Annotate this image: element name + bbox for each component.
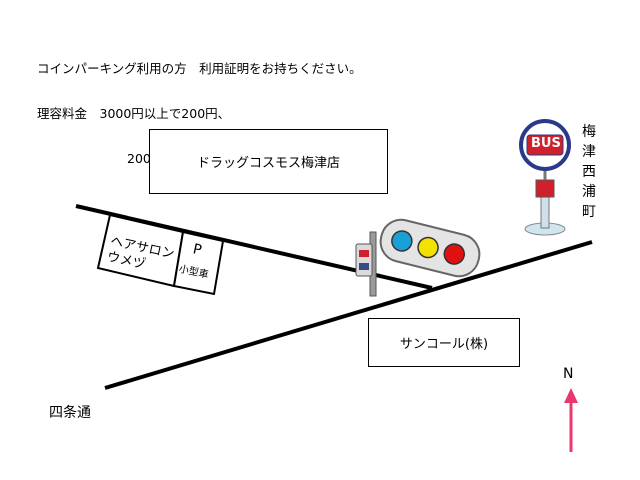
bus-stop-char-1: 梅 [582, 124, 596, 140]
signal-red-light [443, 243, 466, 265]
suncall-label: サンコール(株) [399, 337, 489, 352]
signal-blue-light [391, 230, 413, 252]
bus-stop-char-5: 町 [582, 204, 596, 220]
signal-yellow-light [417, 236, 439, 259]
bus-stop-char-4: 浦 [582, 184, 596, 200]
suncall-box: サンコール(株) [368, 318, 520, 367]
bus-sign-label: BUS [531, 136, 561, 151]
bus-stop-icon [519, 119, 571, 236]
north-arrow-icon [564, 388, 578, 452]
notice-line-2: 理容料金 3000円以上で200円、 [37, 106, 231, 121]
notice-line-1: コインパーキング利用の方 利用証明をお持ちください。 [37, 61, 362, 76]
compass-n-label: N [563, 366, 574, 382]
drugstore-box: ドラッグコスモス梅津店 [149, 129, 388, 194]
bus-stop-name: 梅 津 西 浦 町 [578, 122, 600, 222]
road-shijo [104, 240, 593, 390]
parking-block [172, 230, 225, 296]
traffic-signal [355, 218, 481, 297]
road-name-label: 四条通 [49, 405, 91, 421]
drugstore-label: ドラッグコスモス梅津店 [196, 156, 340, 171]
bus-stop-char-2: 津 [582, 144, 596, 160]
bus-stop-char-3: 西 [582, 164, 596, 180]
